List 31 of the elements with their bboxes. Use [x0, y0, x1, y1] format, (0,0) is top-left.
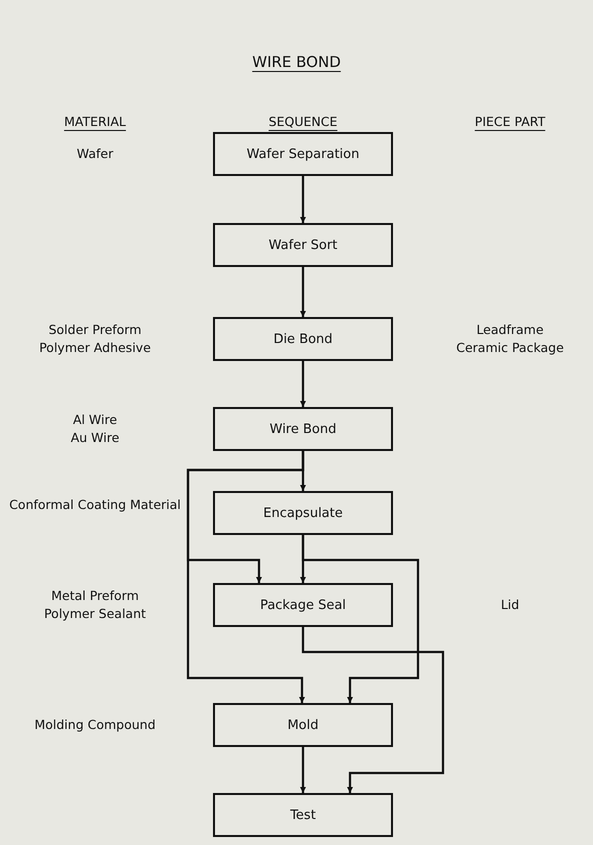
material-label: Ceramic Package: [455, 340, 565, 355]
process-box: Wire Bond: [213, 407, 393, 451]
arrow: [300, 267, 306, 317]
arrow: [186, 451, 305, 703]
arrow: [302, 535, 420, 703]
material-label: Molding Compound: [33, 717, 157, 732]
material-label: Polymer Sealant: [43, 606, 147, 621]
material-label: Conformal Coating Material: [8, 497, 182, 512]
diagram-title: WIRE BOND: [252, 53, 341, 71]
material-label: Al Wire: [72, 412, 118, 427]
material-label: Metal Preform: [50, 588, 140, 603]
material-label: Lid: [500, 597, 520, 612]
process-box: Package Seal: [213, 583, 393, 627]
arrow: [302, 627, 444, 793]
arrow: [300, 361, 306, 407]
process-box: Wafer Sort: [213, 223, 393, 267]
process-box: Die Bond: [213, 317, 393, 361]
process-box: Encapsulate: [213, 491, 393, 535]
material-label: Au Wire: [70, 430, 120, 445]
process-box: Mold: [213, 703, 393, 747]
process-box: Wafer Separation: [213, 132, 393, 176]
material-label: Leadframe: [475, 322, 545, 337]
column-heading: PIECE PART: [474, 114, 546, 129]
process-box: Test: [213, 793, 393, 837]
arrow: [300, 747, 306, 793]
arrow: [300, 176, 306, 223]
material-label: Wafer: [76, 146, 114, 161]
column-heading: SEQUENCE: [268, 114, 338, 129]
column-heading: MATERIAL: [64, 114, 126, 129]
material-label: Polymer Adhesive: [38, 340, 152, 355]
material-label: Solder Preform: [48, 322, 142, 337]
